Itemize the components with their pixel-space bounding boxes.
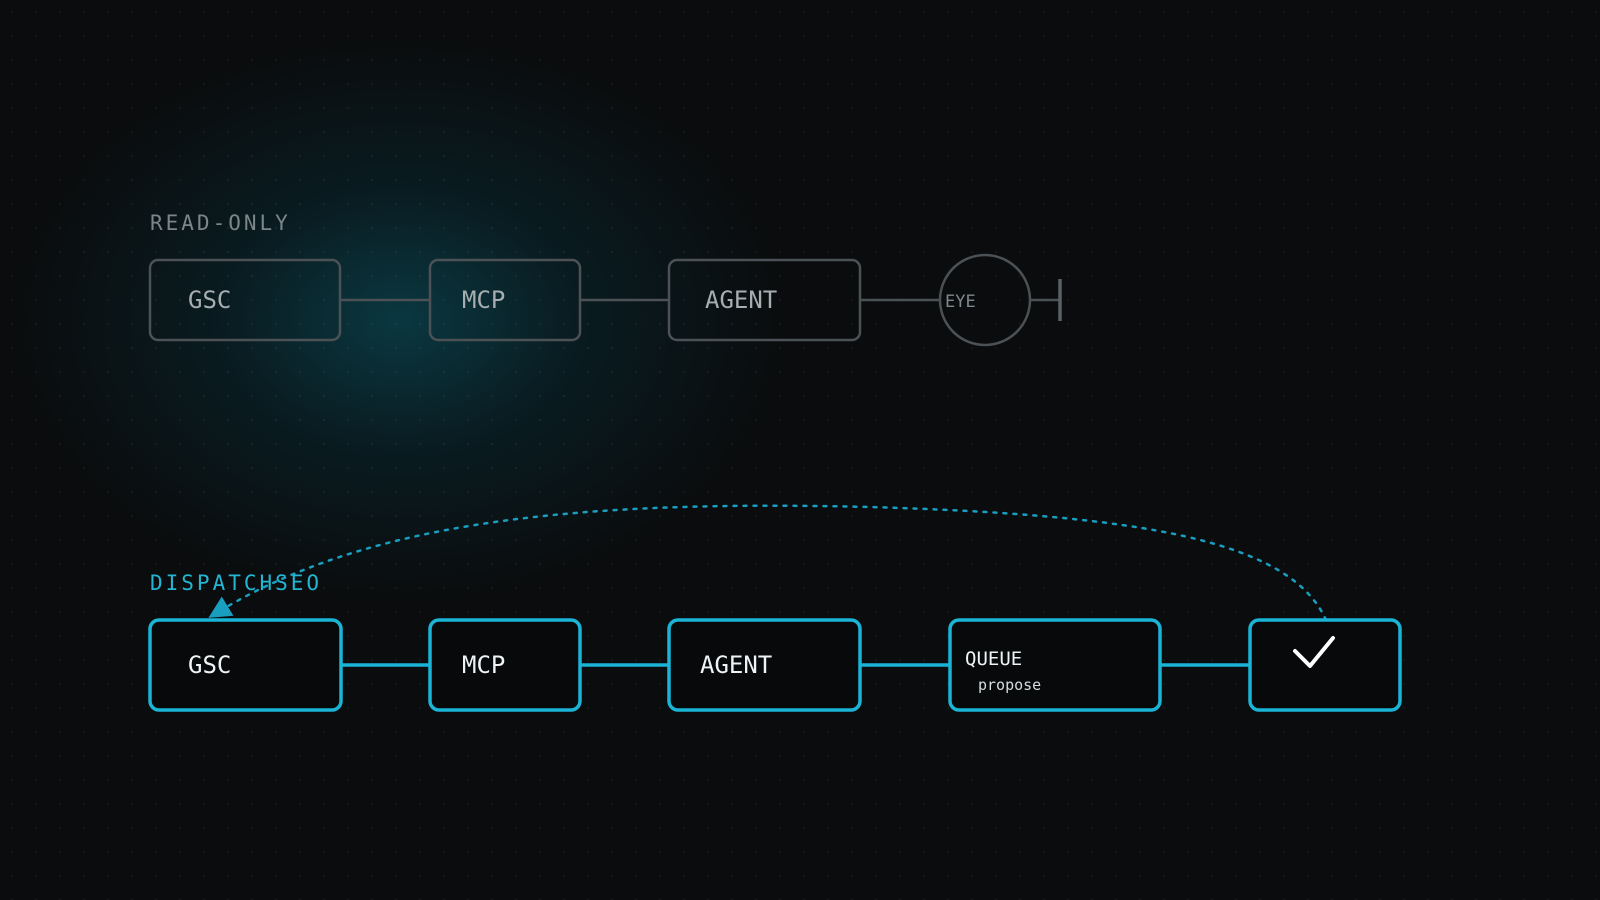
ro-node-gsc [148,258,342,342]
ds-node-gsc-label: GSC [188,651,231,679]
ro-node-eye-label: EYE [945,292,976,312]
loop-arrow-icon [208,504,1328,622]
ro-node-agent-label: AGENT [705,286,777,314]
ro-node-agent [667,258,862,342]
ds-node-gsc [148,618,343,712]
ds-node-agent-label: AGENT [700,651,772,679]
ro-node-mcp [428,258,582,342]
ds-node-queue-sub: propose [978,676,1041,694]
ds-node-agent [667,618,862,712]
ds-node-mcp-label: MCP [462,651,505,679]
read-only-label: READ-ONLY [150,211,291,235]
ds-node-approve [1248,618,1402,712]
ds-node-mcp [428,618,582,712]
dispatchseo-label: DISPATCHSEO [150,571,322,595]
ds-node-queue-label: QUEUE [965,648,1022,670]
check-icon [1293,636,1335,668]
ro-node-gsc-label: GSC [188,286,231,314]
ds-node-queue [948,618,1162,712]
ro-node-eye [938,253,1032,347]
ro-node-mcp-label: MCP [462,286,505,314]
